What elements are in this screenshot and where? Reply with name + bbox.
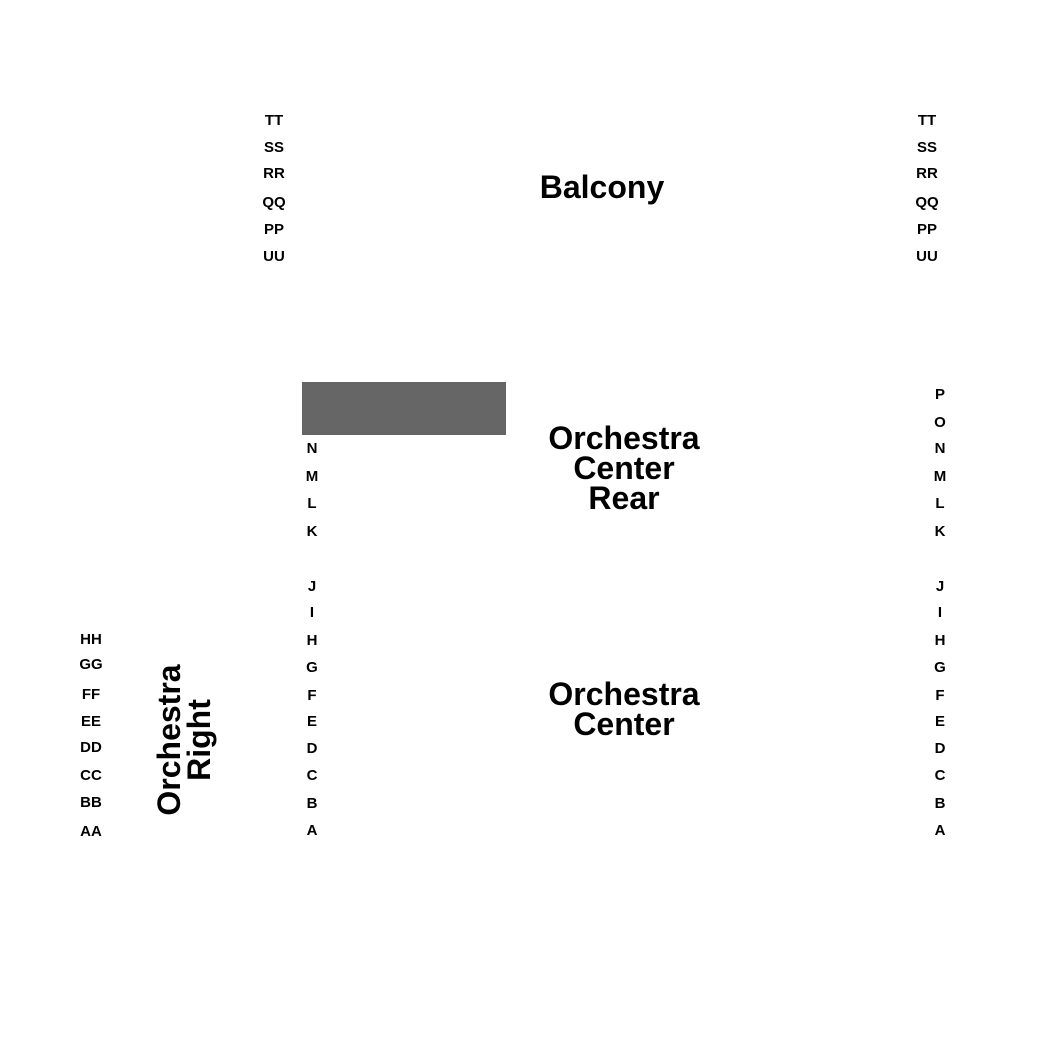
section-label-line: Orchestra xyxy=(151,664,187,816)
row-label: P xyxy=(934,386,945,403)
section-label-line: Right xyxy=(181,699,217,781)
row-label: N xyxy=(306,440,318,457)
stage-block xyxy=(302,382,506,435)
section-label-line: Orchestra xyxy=(548,420,700,456)
row-label: DD xyxy=(80,739,102,756)
row-label: I xyxy=(937,604,943,621)
row-label: H xyxy=(306,632,318,649)
row-label: L xyxy=(307,495,317,512)
row-label: CC xyxy=(80,767,102,784)
row-label: H xyxy=(934,632,946,649)
row-label: F xyxy=(935,687,945,704)
row-label: M xyxy=(305,468,319,485)
row-label: QQ xyxy=(915,194,939,211)
row-label: L xyxy=(935,495,945,512)
row-label: GG xyxy=(79,656,103,673)
row-label: C xyxy=(306,767,318,784)
section-label-line: Balcony xyxy=(539,169,665,205)
row-label: G xyxy=(306,659,318,676)
row-label: B xyxy=(934,795,946,812)
row-label: SS xyxy=(916,139,937,156)
row-label: TT xyxy=(264,112,284,129)
row-label: FF xyxy=(81,686,101,703)
row-label: G xyxy=(934,659,946,676)
row-label: AA xyxy=(80,823,102,840)
row-label: F xyxy=(307,687,317,704)
row-label: M xyxy=(933,468,947,485)
section-label-orchestra-right[interactable]: Orchestra Right xyxy=(151,640,217,840)
row-label: J xyxy=(935,578,945,595)
row-label: J xyxy=(307,578,317,595)
section-label-line: Center xyxy=(573,450,675,486)
row-label: D xyxy=(934,740,946,757)
row-label: UU xyxy=(263,248,285,265)
row-label: A xyxy=(934,822,946,839)
row-label: QQ xyxy=(262,194,286,211)
section-label-orchestra-center[interactable]: Orchestra Center xyxy=(504,676,744,742)
row-label: C xyxy=(934,767,946,784)
row-label: O xyxy=(934,414,946,431)
row-label: D xyxy=(306,740,318,757)
row-label: EE xyxy=(80,713,101,730)
row-label: B xyxy=(306,795,318,812)
row-label: K xyxy=(306,523,318,540)
section-label-line: Orchestra xyxy=(548,676,700,712)
row-label: E xyxy=(306,713,317,730)
row-label: RR xyxy=(263,165,285,182)
row-label: HH xyxy=(80,631,102,648)
row-label: PP xyxy=(916,221,937,238)
row-label: TT xyxy=(917,112,937,129)
row-label: I xyxy=(309,604,315,621)
section-label-line: Rear xyxy=(588,480,660,516)
row-label: N xyxy=(934,440,946,457)
row-label: BB xyxy=(80,794,102,811)
row-label: RR xyxy=(916,165,938,182)
row-label: E xyxy=(934,713,945,730)
section-label-orchestra-center-rear[interactable]: Orchestra Center Rear xyxy=(504,420,744,516)
row-label: PP xyxy=(263,221,284,238)
row-label: K xyxy=(934,523,946,540)
section-label-line: Center xyxy=(573,706,675,742)
row-label: UU xyxy=(916,248,938,265)
row-label: A xyxy=(306,822,318,839)
row-label: SS xyxy=(263,139,284,156)
section-label-balcony[interactable]: Balcony xyxy=(502,169,702,205)
